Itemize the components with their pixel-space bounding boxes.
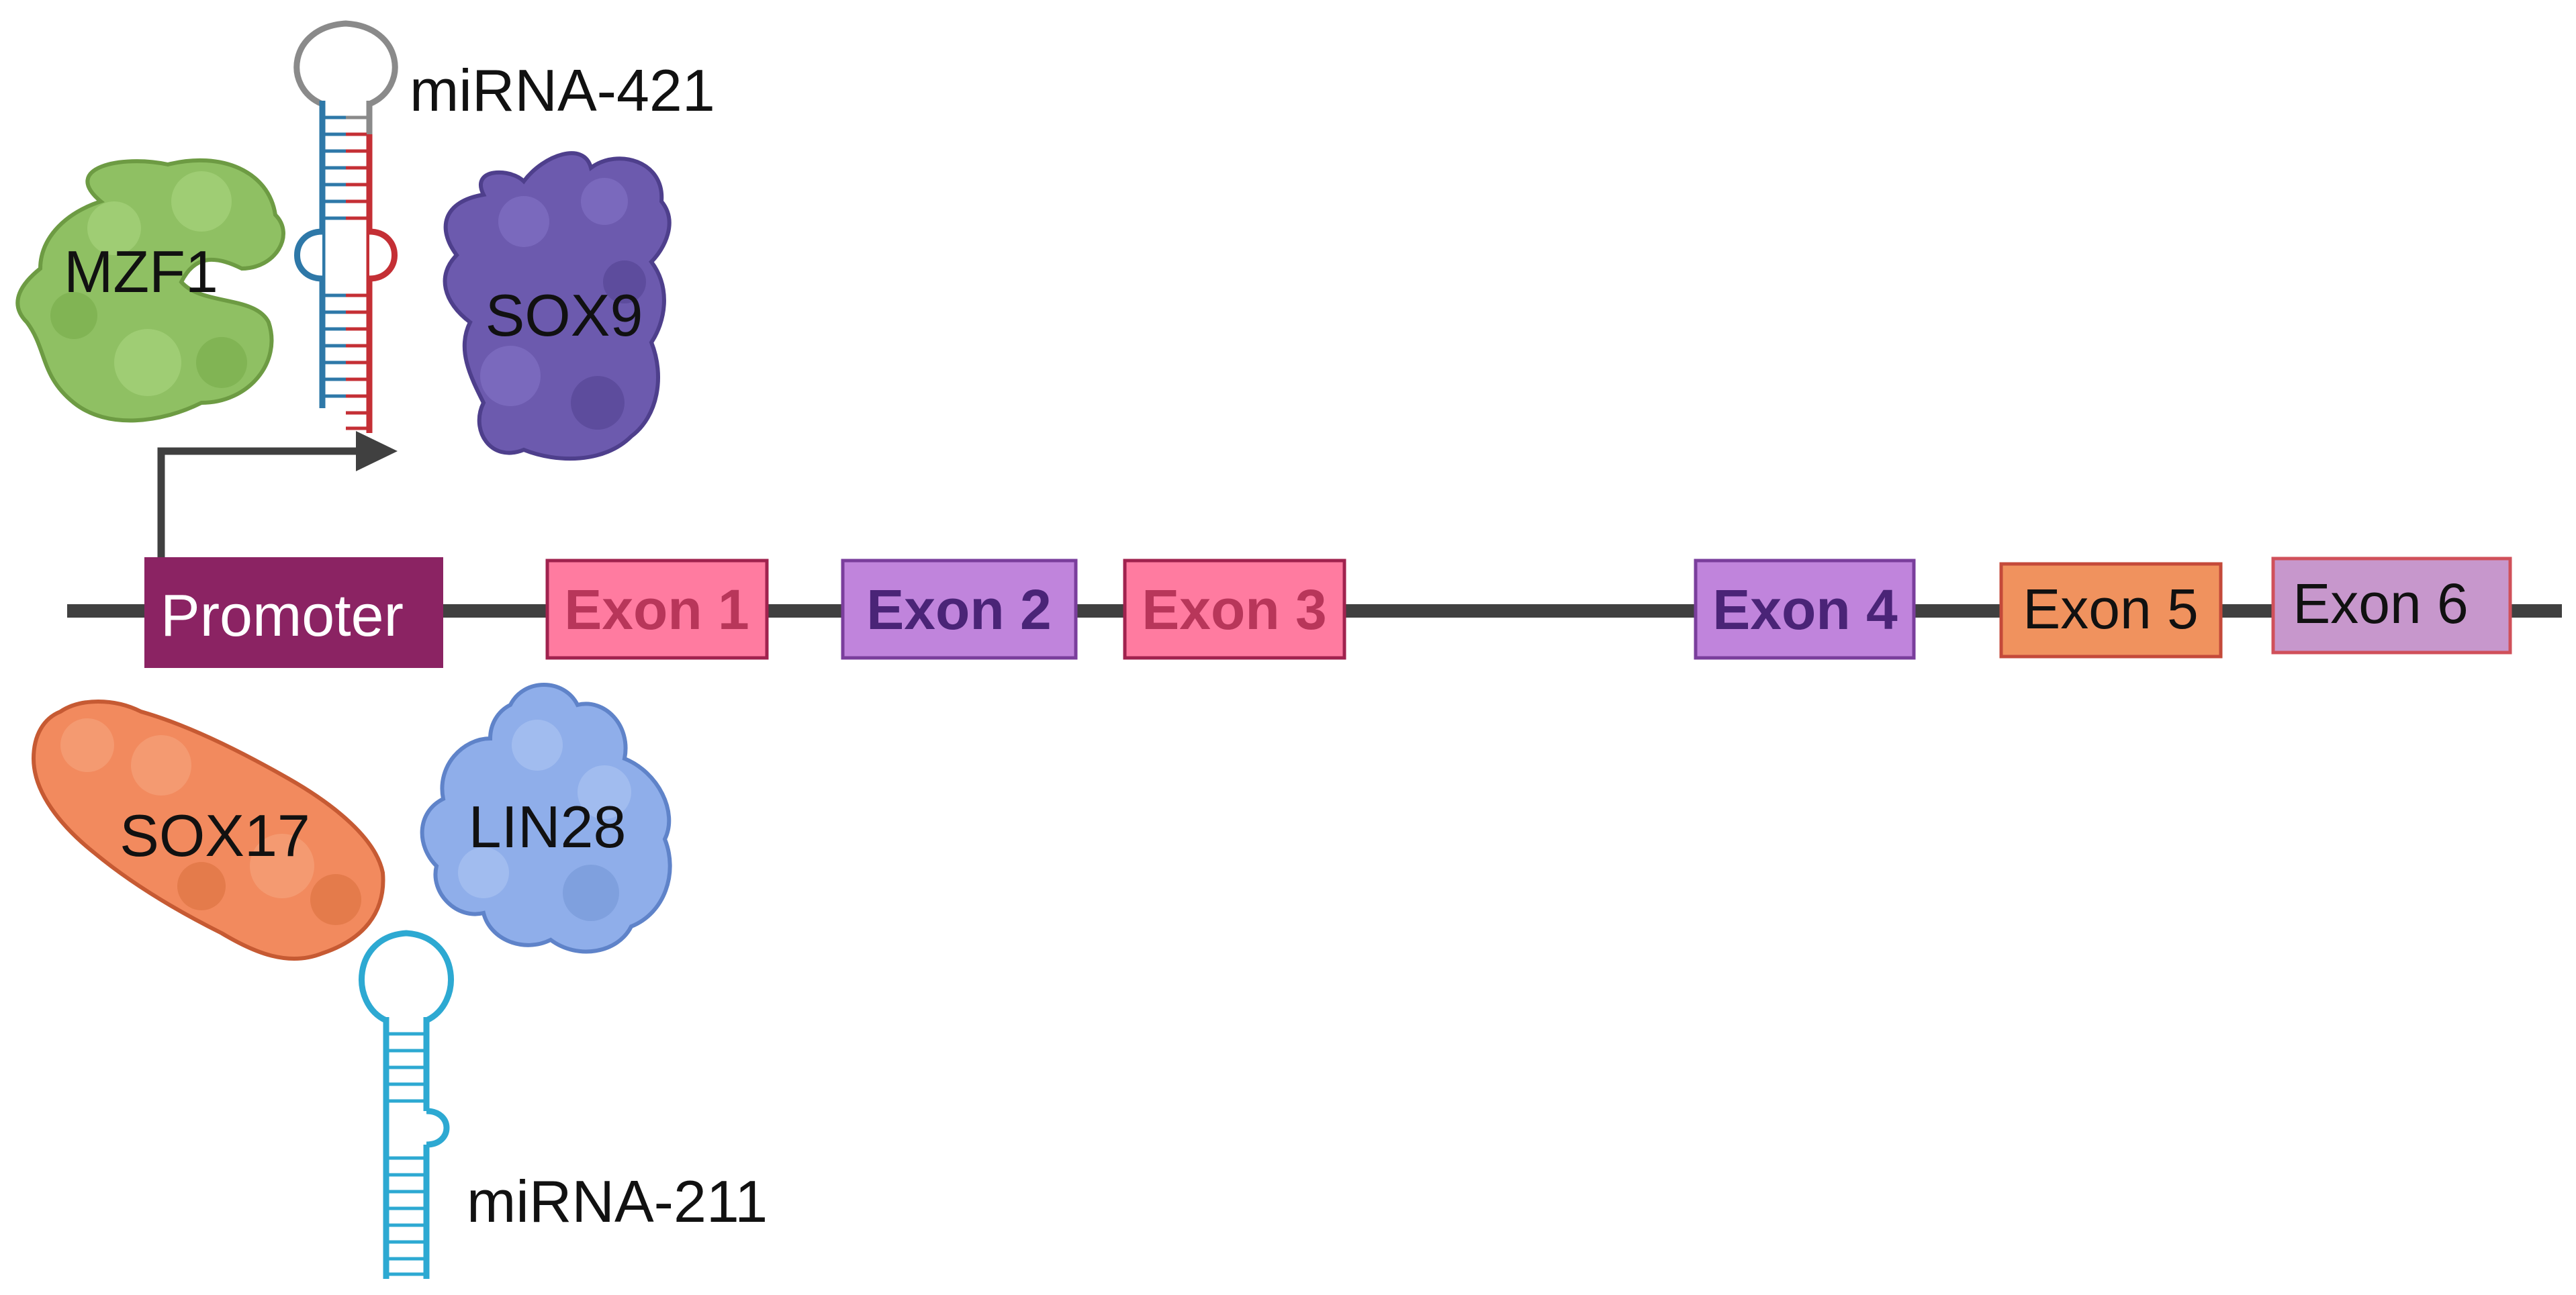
transcription-start-arrow — [157, 431, 398, 561]
mirna-421-label: miRNA-421 — [410, 57, 715, 124]
mzf1-protein-icon: MZF1 — [15, 158, 285, 423]
exon-6-box: Exon 6 — [2271, 557, 2512, 655]
exon-3-box: Exon 3 — [1123, 559, 1346, 660]
exon-1-box: Exon 1 — [545, 559, 769, 660]
exon-6-label: Exon 6 — [2293, 572, 2469, 635]
exon-5-label: Exon 5 — [2023, 577, 2199, 640]
lin28-protein-icon: LIN28 — [420, 683, 672, 954]
exon-2-label: Exon 2 — [866, 578, 1051, 641]
exon-1-label: Exon 1 — [564, 578, 749, 641]
sox9-protein-icon: SOX9 — [443, 151, 672, 461]
mzf1-label: MZF1 — [64, 238, 218, 305]
exon-3-label: Exon 3 — [1142, 578, 1326, 641]
promoter-label: Promoter — [160, 582, 404, 649]
mirna-211-label: miRNA-211 — [467, 1168, 768, 1235]
exon-2-box: Exon 2 — [841, 559, 1078, 660]
mirna-421-hairpin-icon: miRNA-421 — [293, 20, 715, 433]
exon-4-box: Exon 4 — [1694, 559, 1916, 660]
exon-5-box: Exon 5 — [1999, 562, 2223, 659]
sox9-label: SOX9 — [486, 282, 643, 348]
exon-4-label: Exon 4 — [1712, 578, 1898, 641]
mirna-211-hairpin-icon: miRNA-211 — [359, 930, 768, 1279]
sox17-protein-icon: SOX17 — [31, 700, 385, 961]
lin28-label: LIN28 — [469, 794, 627, 860]
promoter-box: Promoter — [144, 557, 443, 668]
sox17-label: SOX17 — [120, 802, 310, 869]
